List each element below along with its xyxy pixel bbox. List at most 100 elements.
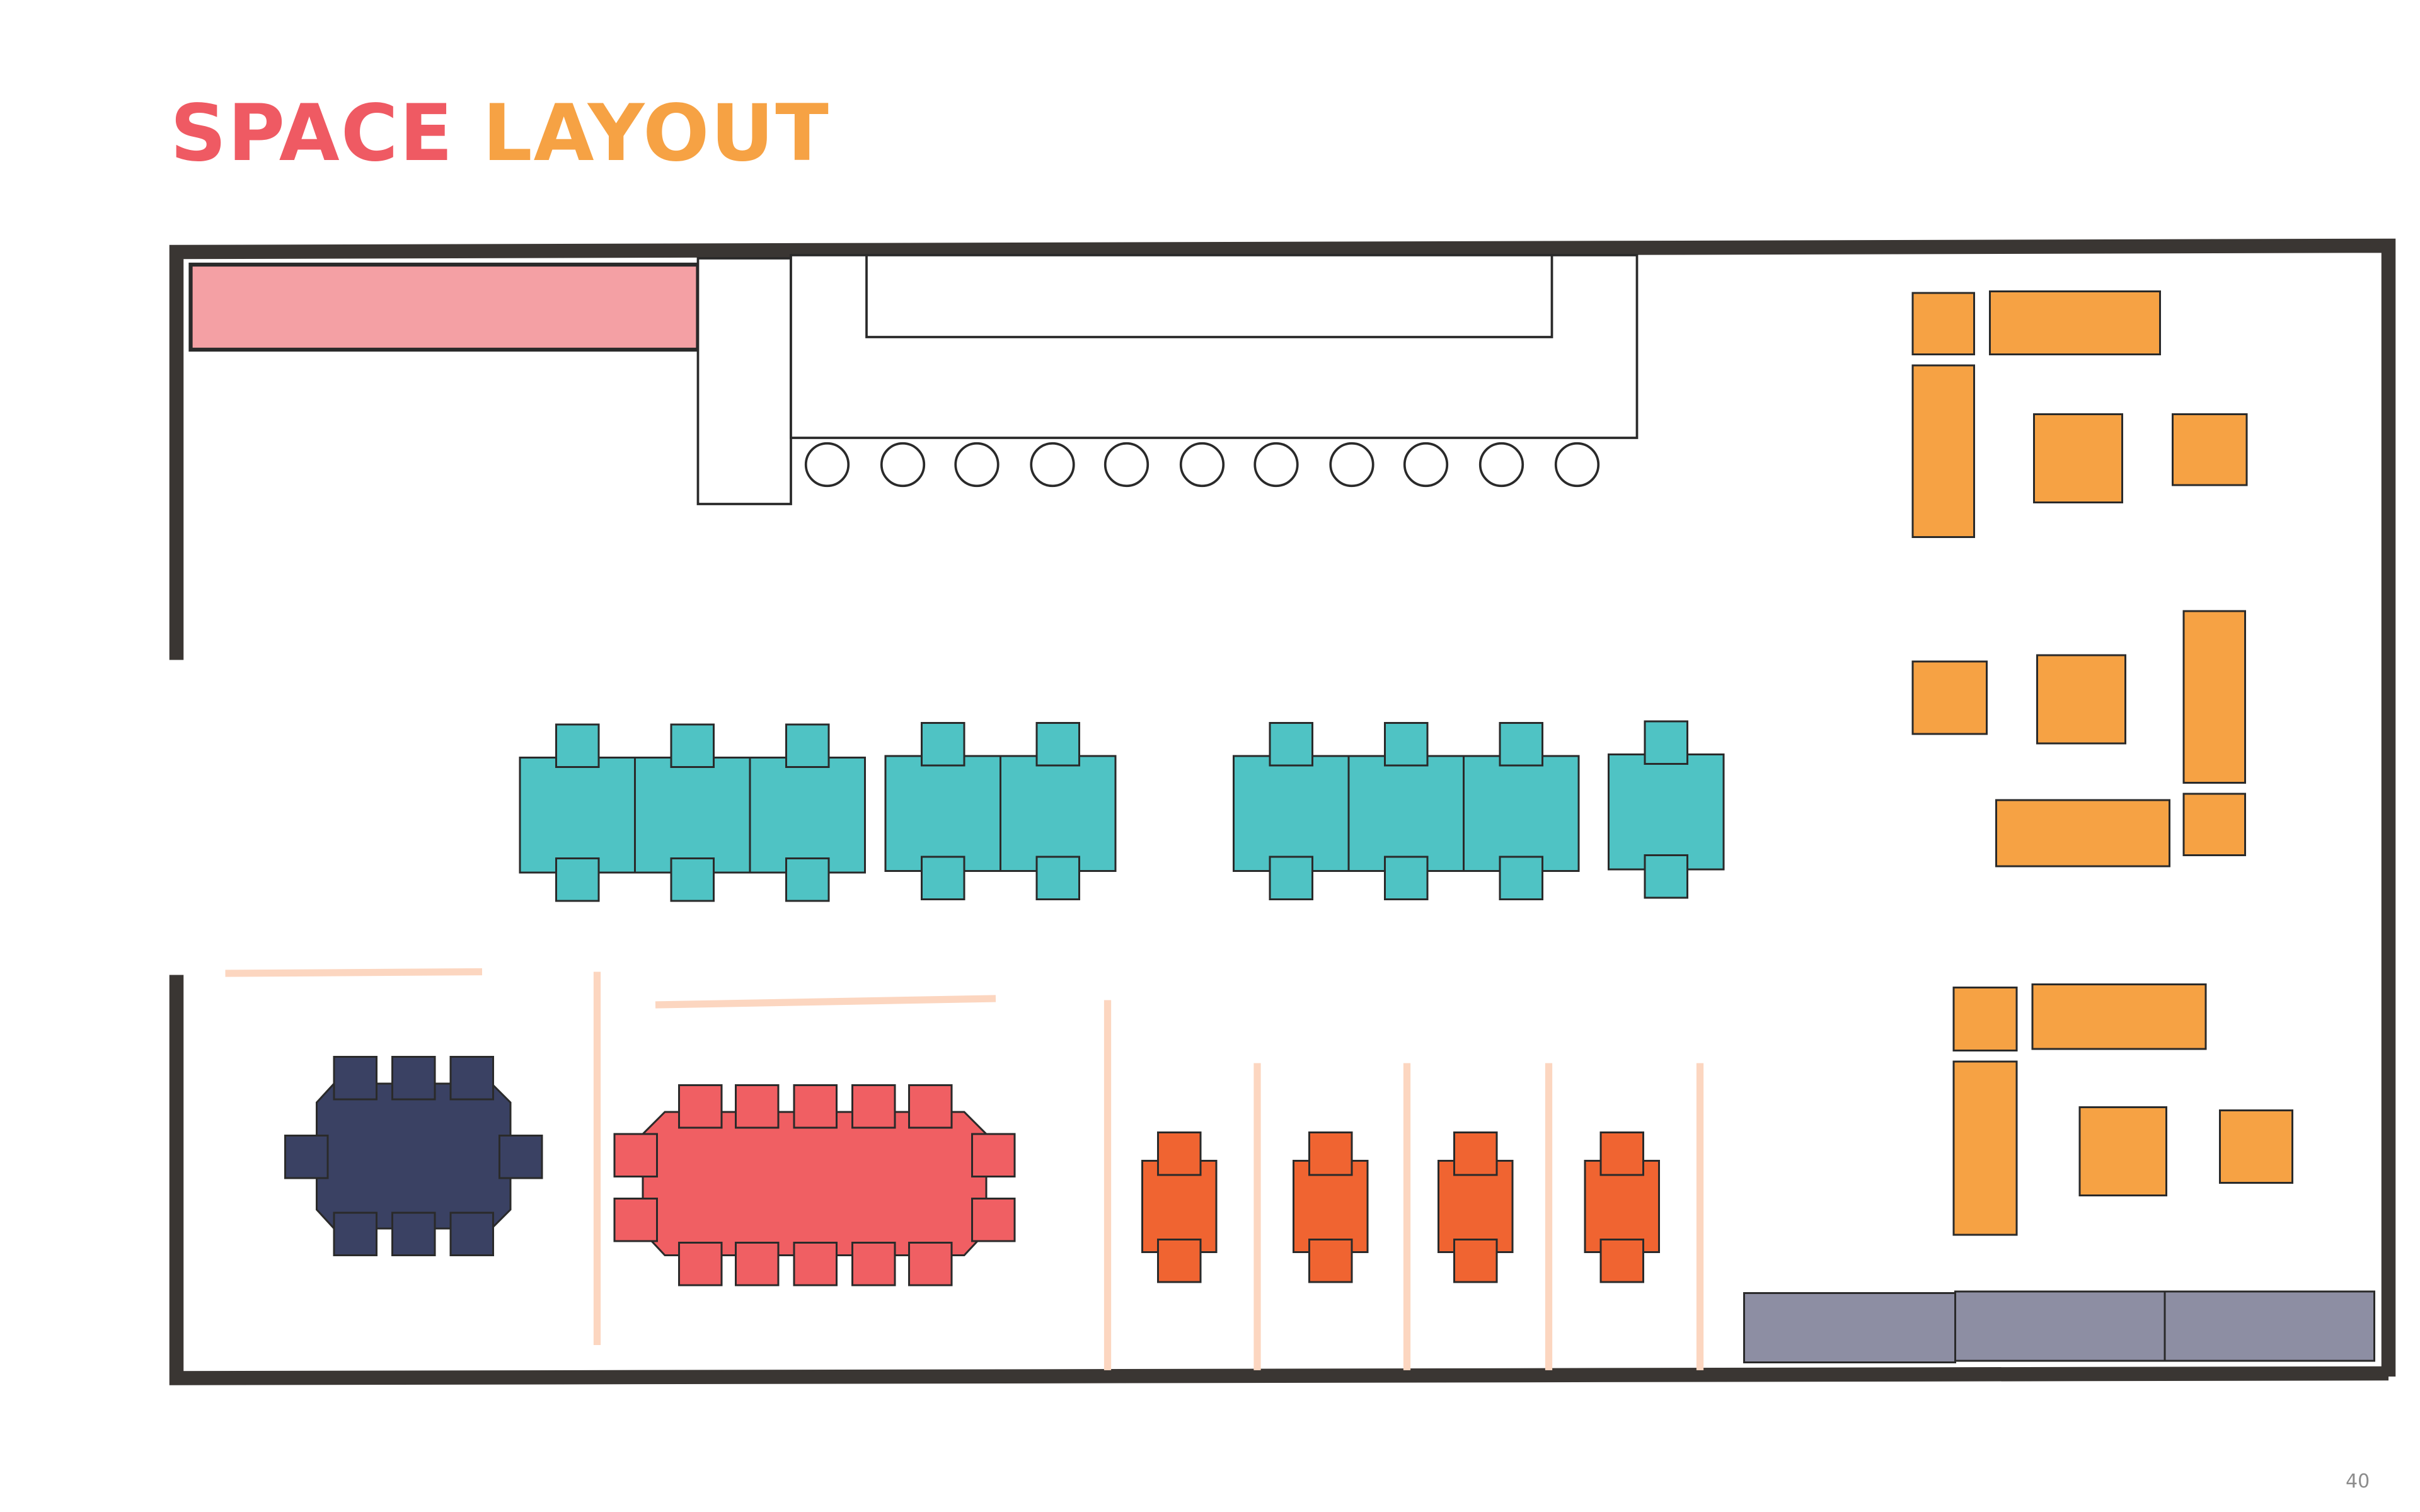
bar-stool (1403, 442, 1449, 488)
booth-seat (1308, 1239, 1353, 1283)
desk-chair (1035, 856, 1080, 900)
booths (1141, 1131, 1660, 1283)
desk-chair (1644, 854, 1688, 899)
partition (225, 968, 483, 977)
partitions (225, 968, 1704, 1370)
desk-chair (670, 857, 715, 902)
title-word-space: SPACE (170, 88, 454, 179)
booth-table (1141, 1160, 1218, 1253)
page-title: SPACE LAYOUT (170, 94, 830, 173)
booth-seat (1308, 1131, 1353, 1176)
storage-unit (1743, 1292, 1956, 1363)
desk (1463, 755, 1580, 872)
bar-stool (1179, 442, 1225, 488)
booth-table (1438, 1160, 1514, 1253)
title-word-layout: LAYOUT (482, 88, 830, 179)
lounge-coffee-table (2078, 1106, 2167, 1196)
conference-chair (735, 1084, 780, 1129)
lounge-sofa (1995, 799, 2170, 868)
booth-seat (1599, 1239, 1644, 1283)
conference-chair (971, 1198, 1016, 1242)
conference-table (642, 1111, 988, 1256)
conference-chair (793, 1084, 838, 1129)
bar-stool (880, 442, 926, 488)
bar-back-counter (865, 254, 1553, 338)
wall-bottom-left (169, 975, 2389, 1385)
desk (1608, 753, 1725, 871)
desk-chair (1269, 856, 1313, 900)
lounge-side-table (2182, 793, 2246, 856)
lounge-side-table (1952, 987, 2018, 1051)
lounge (1911, 290, 2293, 1236)
booth-seat (1453, 1239, 1498, 1283)
conference-chair (678, 1084, 723, 1129)
lounge-armchair (2219, 1109, 2293, 1184)
bar-stool (1103, 442, 1150, 488)
conference-chair (678, 1242, 723, 1286)
desk-chair (1499, 856, 1543, 900)
storage-unit (1954, 1290, 2166, 1362)
bar-stool (1030, 442, 1075, 488)
lounge-sofa (1952, 1060, 2018, 1236)
desk-chair (785, 857, 830, 902)
desk-chair (1499, 722, 1543, 767)
lounge-sofa (1989, 290, 2161, 355)
booth-seat (1453, 1131, 1498, 1176)
desk-chair (785, 723, 830, 768)
conference-chair (971, 1133, 1016, 1177)
desk-chair (1035, 722, 1080, 767)
meeting-table-navy (284, 1056, 543, 1256)
storage-unit (2164, 1290, 2375, 1362)
bar-stool (1329, 442, 1374, 488)
bar-stool (1478, 442, 1524, 488)
lounge-coffee-table (2036, 654, 2126, 745)
pink-counter (188, 262, 700, 352)
lounge-armchair (2172, 413, 2248, 486)
desk-chair (921, 722, 965, 767)
partition (655, 995, 996, 1009)
walls (169, 238, 2396, 1385)
conference-chair (851, 1242, 896, 1286)
desk (634, 757, 751, 874)
booth-table (1293, 1160, 1369, 1253)
desk-chair (1269, 722, 1313, 767)
booth-seat (1599, 1131, 1644, 1176)
desk-chair (670, 723, 715, 768)
conference-table-red (613, 1084, 1016, 1286)
meeting-table (316, 1082, 512, 1230)
wall-top-left-right (169, 238, 2396, 1377)
workstations (519, 720, 1725, 902)
lounge-sofa (1911, 364, 1975, 538)
conference-chair (793, 1242, 838, 1286)
desk (1000, 755, 1117, 872)
lounge-armchair (1911, 660, 1988, 735)
conference-chair (908, 1242, 953, 1286)
bar-stool (1554, 442, 1600, 488)
meeting-chair (498, 1135, 543, 1179)
meeting-chair (333, 1211, 377, 1256)
desk (1347, 755, 1465, 872)
meeting-chair (284, 1135, 329, 1179)
desk-chair (555, 723, 600, 768)
bar-side-counter (696, 257, 792, 505)
lounge-sofa (2182, 610, 2246, 784)
desk (519, 757, 636, 874)
meeting-chair (391, 1211, 436, 1256)
storage-units (1743, 1290, 2375, 1363)
lounge-coffee-table (2033, 413, 2123, 503)
desk-chair (1384, 722, 1429, 767)
desk (749, 757, 866, 874)
bar-stool (1253, 442, 1299, 488)
bar-stools (804, 442, 1600, 488)
conference-chair (908, 1084, 953, 1129)
desk-chair (1384, 856, 1429, 900)
conference-chair (735, 1242, 780, 1286)
conference-chair (613, 1133, 658, 1177)
lounge-side-table (1911, 292, 1975, 355)
desk-chair (1644, 720, 1688, 765)
booth-seat (1157, 1239, 1202, 1283)
conference-chair (613, 1198, 658, 1242)
desk-chair (555, 857, 600, 902)
meeting-chair (391, 1056, 436, 1101)
